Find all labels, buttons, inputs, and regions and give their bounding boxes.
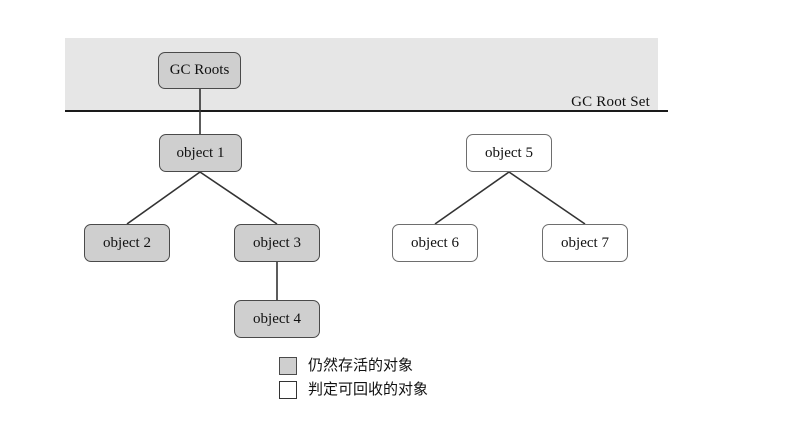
node-object-1-label: object 1: [176, 144, 225, 161]
edge-object1-object3: [199, 171, 278, 225]
legend-swatch-dead-icon: [279, 380, 297, 399]
node-object-4-label: object 4: [253, 310, 301, 327]
edge-object5-object7: [508, 171, 586, 225]
node-gc-roots-label: GC Roots: [169, 62, 230, 78]
node-object-2-label: object 2: [103, 234, 151, 251]
legend-label-dead: 判定可回收的对象: [308, 380, 429, 398]
legend-item-dead: 判定可回收的对象: [279, 380, 428, 399]
node-object-5-label: object 5: [485, 144, 533, 161]
node-object-2[interactable]: object 2: [84, 224, 170, 262]
edge-object1-object2: [126, 171, 201, 225]
node-object-5[interactable]: object 5: [466, 134, 552, 172]
node-object-1[interactable]: object 1: [159, 134, 242, 172]
gc-root-set-divider: [65, 110, 668, 112]
edge-object5-object6: [434, 171, 510, 225]
node-object-4[interactable]: object 4: [234, 300, 320, 338]
node-object-3[interactable]: object 3: [234, 224, 320, 262]
node-gc-roots[interactable]: GC Roots: [158, 52, 241, 89]
node-object-6-label: object 6: [411, 234, 459, 251]
node-object-6[interactable]: object 6: [392, 224, 478, 262]
legend: 仍然存活的对象 判定可回收的对象: [279, 356, 428, 399]
gc-root-set-band: GC Root Set: [65, 38, 658, 112]
legend-item-alive: 仍然存活的对象: [279, 356, 428, 375]
gc-root-set-label: GC Root Set: [571, 94, 650, 110]
node-object-7[interactable]: object 7: [542, 224, 628, 262]
legend-swatch-alive-icon: [279, 356, 297, 375]
node-object-3-label: object 3: [253, 234, 301, 251]
node-object-7-label: object 7: [561, 234, 609, 251]
legend-label-alive: 仍然存活的对象: [308, 356, 414, 374]
